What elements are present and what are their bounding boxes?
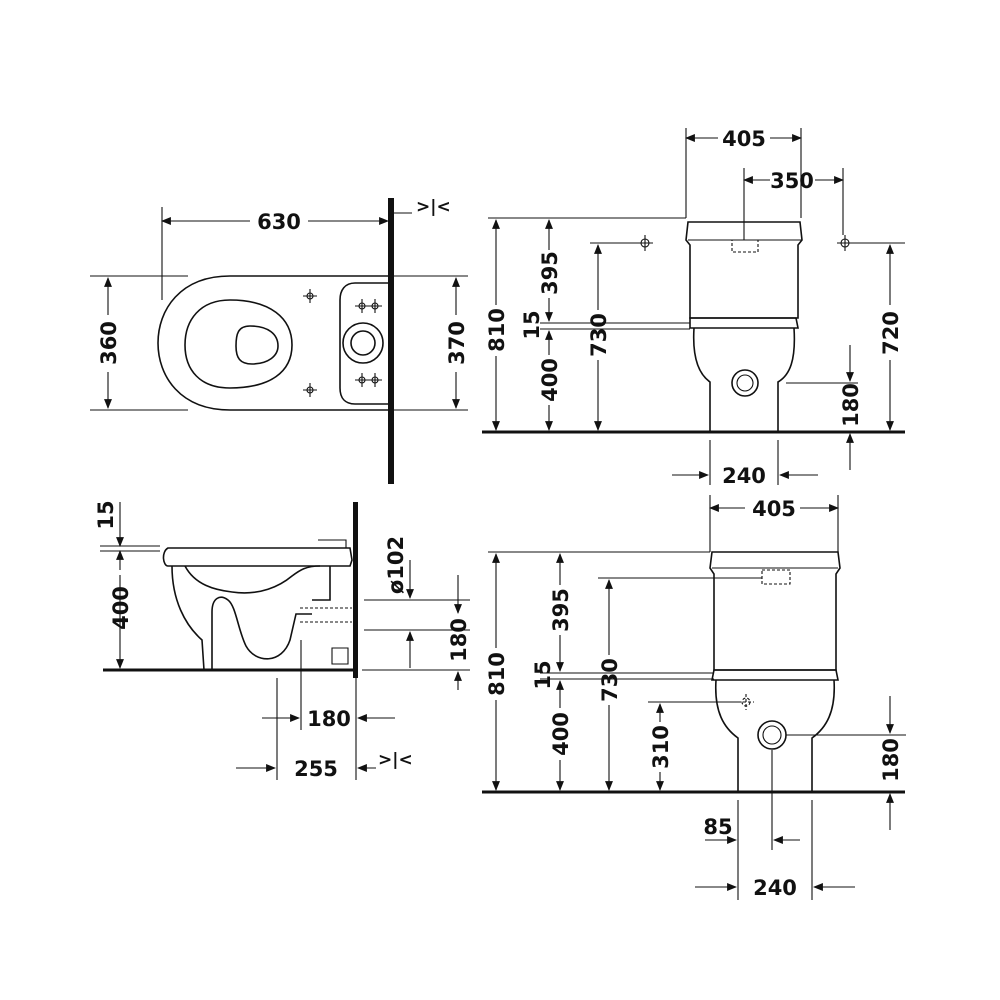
tank [685, 221, 803, 319]
dim-outlet-height-2: 180 [879, 738, 903, 782]
seat-rim [162, 547, 353, 567]
outlet-inner [350, 330, 376, 356]
trap-outline [211, 596, 312, 670]
dim-tank-width-2: 405 [752, 497, 796, 521]
wall-symbol-top: >|< [416, 197, 451, 217]
front-view-1: 405 350 810 395 15 400 730 720 180 240 [482, 127, 905, 488]
outlet-circle [731, 369, 759, 397]
wall-line [353, 502, 358, 678]
bowl-outline [157, 275, 388, 411]
dim-outlet-height: 180 [447, 618, 471, 662]
outlet-inner [762, 725, 782, 745]
bowl [692, 327, 796, 433]
wall-symbol-side: >|< [378, 750, 413, 770]
bowl-front [171, 565, 205, 671]
dim-bowl-height: 400 [538, 358, 562, 402]
dim-tank-height: 395 [538, 251, 562, 295]
top-view: 630 360 370 >|< [90, 197, 469, 484]
tank-collar [711, 669, 839, 681]
dim-base-width-2: 240 [753, 876, 797, 900]
tank-block [339, 282, 388, 405]
tank-collar [689, 317, 799, 329]
dim-side-inlet-height: 310 [649, 725, 673, 769]
bowl-water-area [235, 325, 279, 365]
dim-total-height-2: 810 [485, 652, 509, 696]
dim-bowl-height-2: 400 [549, 712, 573, 756]
dim-fixing-height: 720 [879, 311, 903, 355]
outlet-inner [736, 374, 754, 392]
outlet-pipe [312, 566, 331, 601]
wall-line [388, 198, 394, 484]
outlet-circle [757, 720, 787, 750]
fixing-points [637, 235, 853, 251]
dim-top-depth: 370 [445, 321, 469, 365]
dim-side-rim-height: 400 [109, 586, 133, 630]
dim-fixing-setback: 255 [294, 757, 338, 781]
dim-outlet-setback: 180 [307, 707, 351, 731]
bowl-inner [184, 565, 321, 594]
dim-total-height: 810 [485, 308, 509, 352]
side-view: 15 400 ø102 180 180 255 >|< [94, 500, 471, 781]
dim-outlet-height-front: 180 [839, 383, 863, 427]
dim-gap-2: 15 [531, 660, 555, 689]
dim-fixing-spacing: 350 [770, 169, 814, 193]
dim-inlet-height-2: 730 [598, 658, 622, 702]
dim-tank-width: 405 [722, 127, 766, 151]
dim-tank-height-2: 395 [549, 588, 573, 632]
side-inlet-mark [738, 694, 754, 710]
outlet-circle [342, 322, 384, 364]
front-view-2: 405 810 395 15 400 730 310 180 85 240 [482, 495, 906, 900]
fixing-marks [303, 289, 382, 397]
dim-top-length: 630 [257, 210, 301, 234]
dim-inlet-height: 730 [587, 313, 611, 357]
flush-button [731, 239, 759, 253]
seat-opening [184, 299, 293, 389]
flush-button [761, 569, 791, 585]
dim-offset: 85 [703, 815, 732, 839]
dim-gap: 15 [520, 310, 544, 339]
dim-base-width: 240 [722, 464, 766, 488]
dim-outlet-diameter: ø102 [384, 536, 408, 594]
bowl [714, 679, 836, 793]
hinge [318, 539, 347, 548]
fixing-bracket [331, 647, 349, 665]
dim-side-rim-offset: 15 [94, 500, 118, 529]
dim-top-width: 360 [97, 321, 121, 365]
